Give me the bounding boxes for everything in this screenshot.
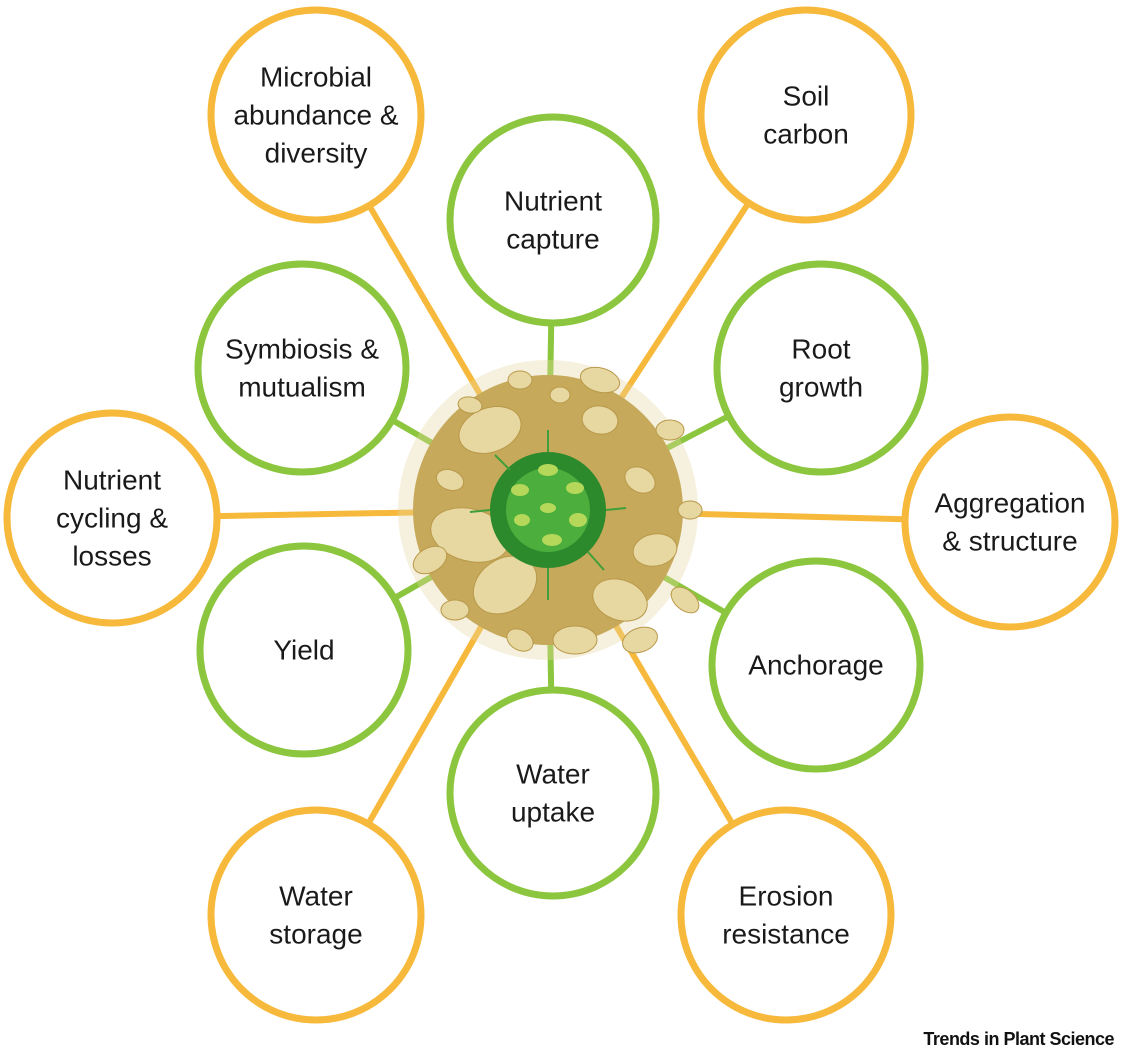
journal-credit: Trends in Plant Science bbox=[923, 1029, 1114, 1049]
node-root-growth: Root growth bbox=[713, 260, 929, 476]
node-circle bbox=[3, 409, 221, 627]
node-label: storage bbox=[269, 919, 362, 950]
node-nutrient-capture: Nutrient capture bbox=[446, 113, 660, 327]
node-circle bbox=[677, 806, 895, 1024]
soil-particle bbox=[632, 533, 678, 567]
node-label: Aggregation bbox=[934, 488, 1085, 519]
node-label: Anchorage bbox=[748, 650, 883, 681]
soil-particle bbox=[581, 405, 619, 435]
node-label: Nutrient bbox=[504, 186, 602, 217]
root-hair bbox=[605, 507, 627, 511]
node-label: Soil bbox=[783, 81, 830, 112]
node-circle bbox=[207, 6, 425, 224]
node-aggregation: Aggregation & structure bbox=[901, 413, 1119, 631]
node-label: losses bbox=[72, 541, 151, 572]
node-label: resistance bbox=[722, 919, 850, 950]
root-hair bbox=[494, 454, 511, 471]
root-cross-section bbox=[398, 360, 703, 660]
soil-particle bbox=[677, 500, 703, 520]
soil-particle bbox=[457, 396, 483, 414]
node-label: & structure bbox=[942, 526, 1077, 557]
soil-particle bbox=[549, 386, 571, 404]
soil-particle bbox=[670, 586, 700, 614]
soil-particle bbox=[440, 599, 470, 621]
soil-particle bbox=[655, 419, 685, 441]
connector-water-storage bbox=[365, 590, 504, 826]
root-vessel bbox=[538, 464, 558, 476]
node-nutrient-cycling: Nutrient cycling & losses bbox=[3, 409, 221, 627]
node-label: capture bbox=[506, 224, 599, 255]
soil-particle bbox=[458, 406, 522, 454]
connector-erosion bbox=[593, 590, 736, 826]
node-microbial: Microbial abundance & diversity bbox=[207, 6, 425, 224]
soil-particle bbox=[592, 578, 648, 622]
soil-particle bbox=[412, 545, 448, 575]
node-label: Yield bbox=[273, 635, 334, 666]
node-anchorage: Anchorage bbox=[708, 557, 924, 773]
node-label: uptake bbox=[511, 797, 595, 828]
soil-particle bbox=[507, 370, 533, 390]
node-label: Water bbox=[516, 759, 590, 790]
node-erosion: Erosion resistance bbox=[677, 806, 895, 1024]
node-label: carbon bbox=[763, 119, 849, 150]
node-label: growth bbox=[779, 372, 863, 403]
node-label: Erosion bbox=[739, 881, 834, 912]
node-circle bbox=[446, 686, 660, 900]
soil-particle bbox=[624, 466, 656, 494]
node-circle bbox=[194, 260, 410, 476]
root-hair bbox=[469, 509, 491, 513]
node-symbiosis: Symbiosis & mutualism bbox=[194, 260, 410, 476]
node-label: abundance & bbox=[233, 100, 398, 131]
node-circle bbox=[446, 113, 660, 327]
root-vessel bbox=[542, 534, 562, 546]
soil-particle bbox=[622, 626, 658, 654]
soil-particle bbox=[506, 628, 534, 652]
node-water-uptake: Water uptake bbox=[446, 686, 660, 900]
node-label: Water bbox=[279, 881, 353, 912]
node-label: Nutrient bbox=[63, 465, 161, 496]
node-label: Root bbox=[791, 334, 850, 365]
soil-particle bbox=[435, 468, 465, 492]
root-vessel bbox=[514, 514, 530, 526]
root-vessel bbox=[511, 484, 529, 496]
node-circle bbox=[207, 806, 425, 1024]
soil-particle bbox=[579, 366, 621, 394]
node-circle bbox=[901, 413, 1119, 631]
connector-microbial bbox=[366, 204, 503, 430]
node-label: Symbiosis & bbox=[225, 334, 379, 365]
node-circle bbox=[708, 557, 924, 773]
soil-particle bbox=[552, 625, 598, 655]
node-label: cycling & bbox=[56, 503, 168, 534]
root-vessel bbox=[566, 482, 584, 494]
node-soil-carbon: Soil carbon bbox=[697, 6, 915, 224]
node-label: mutualism bbox=[238, 372, 366, 403]
node-label: diversity bbox=[265, 138, 368, 169]
node-yield: Yield bbox=[196, 542, 412, 758]
node-label: Microbial bbox=[260, 62, 372, 93]
node-circle bbox=[196, 542, 412, 758]
node-circle bbox=[713, 260, 929, 476]
root-hair bbox=[587, 551, 605, 571]
root-vessel bbox=[569, 513, 587, 527]
root-vessel bbox=[540, 503, 556, 513]
node-water-storage: Water storage bbox=[207, 806, 425, 1024]
node-circle bbox=[697, 6, 915, 224]
connector-soil-carbon bbox=[597, 201, 752, 433]
